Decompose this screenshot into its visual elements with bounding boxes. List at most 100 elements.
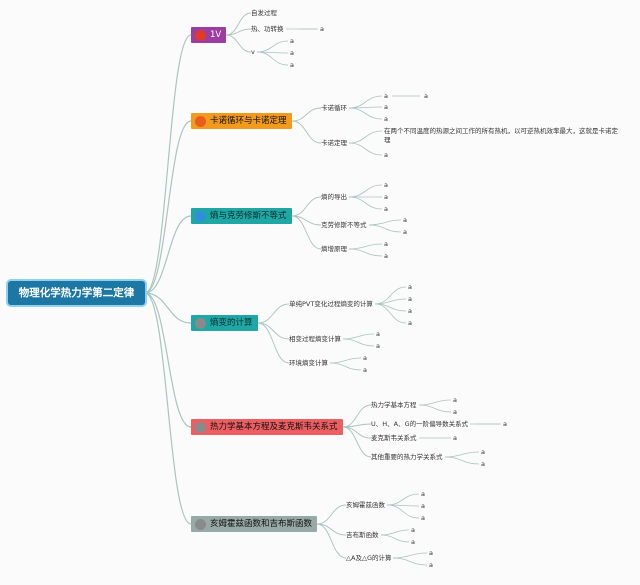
subtopic-partial-derivatives[interactable]: U、H、A、G的一阶偏导数关系式 <box>371 420 469 428</box>
leaf-node[interactable]: a <box>403 216 407 224</box>
connector-line <box>257 303 290 324</box>
connector-line <box>225 28 252 36</box>
connector-line <box>374 303 407 324</box>
leaf-node[interactable]: a <box>376 330 380 338</box>
topic-marker-icon <box>195 115 206 127</box>
connector-line <box>348 95 383 109</box>
leaf-node[interactable]: a <box>384 103 388 111</box>
leaf-node[interactable]: a <box>429 561 433 569</box>
subtopic-fundamental-equations[interactable]: 热力学基本方程 <box>371 401 417 409</box>
leaf-node[interactable]: a <box>290 61 294 69</box>
connector-line <box>348 130 383 144</box>
connector-line <box>380 529 410 536</box>
leaf-node[interactable]: a <box>411 526 415 534</box>
connector-line <box>348 248 383 257</box>
topic-label: 熵变的计算 <box>210 318 253 328</box>
topic-marker-icon <box>195 421 206 433</box>
connector-line <box>348 243 383 250</box>
connector-line <box>291 196 322 217</box>
subtopic-heat-work-conversion[interactable]: 热、功转换 <box>251 25 284 33</box>
leaf-node[interactable]: a <box>363 366 367 374</box>
connector-line <box>144 292 192 428</box>
topic-entropy-change[interactable]: 熵变的计算 <box>191 315 258 331</box>
leaf-node[interactable]: a <box>290 49 294 57</box>
subtopic-helmholtz[interactable]: 亥姆霍兹函数 <box>346 501 385 509</box>
connector-line <box>392 552 428 559</box>
connector-line <box>348 107 383 120</box>
subtopic-carnot-cycle[interactable]: 卡诺循环 <box>321 104 347 112</box>
connector-line <box>257 322 290 340</box>
leaf-node[interactable]: a <box>421 514 425 522</box>
leaf-node[interactable]: a <box>384 151 388 159</box>
connector-line <box>144 34 192 294</box>
leaf-node[interactable]: a <box>481 460 485 468</box>
leaf-node[interactable]: a <box>421 502 425 510</box>
connector-line <box>256 51 289 66</box>
connector-line <box>342 426 372 439</box>
subtopic-delta-a-g-calculation[interactable]: △A及△G的计算 <box>346 554 392 562</box>
subtopic-gibbs[interactable]: 吉布斯函数 <box>346 531 379 539</box>
connector-line <box>444 451 480 458</box>
leaf-node[interactable]: a <box>424 92 428 100</box>
leaf-node[interactable]: a <box>384 181 388 189</box>
connector-line <box>386 504 420 519</box>
leaf-node[interactable]: a <box>453 396 457 404</box>
subtopic-entropy-increase[interactable]: 熵增原理 <box>321 245 347 253</box>
leaf-node[interactable]: a <box>384 205 388 213</box>
connector-line <box>316 523 347 559</box>
leaf-node[interactable]: a <box>503 420 507 428</box>
leaf-node[interactable]: a <box>384 193 388 201</box>
connector-line <box>257 322 290 364</box>
connector-line <box>316 504 347 525</box>
subtopic-phase-change-entropy[interactable]: 相变过程熵变计算 <box>289 335 341 343</box>
leaf-note[interactable]: 在两个不同温度的热源之间工作的所有热机，以可逆热机效率最大，这就是卡诺定理 <box>384 127 618 144</box>
leaf-node[interactable]: a <box>408 307 412 315</box>
topic-1v[interactable]: 1V <box>191 27 227 43</box>
leaf-node[interactable]: a <box>421 490 425 498</box>
connector-line <box>291 120 322 144</box>
connector-line <box>386 493 420 506</box>
leaf-node[interactable]: a <box>408 283 412 291</box>
subtopic-spontaneous-process[interactable]: 自发过程 <box>251 9 277 17</box>
leaf-node[interactable]: a <box>384 92 388 100</box>
topic-helmholtz-gibbs[interactable]: 亥姆霍兹函数和吉布斯函数 <box>191 516 318 532</box>
leaf-node[interactable]: a <box>376 342 380 350</box>
topic-entropy-clausius[interactable]: 熵与克劳修斯不等式 <box>191 208 292 224</box>
topic-label: 卡诺循环与卡诺定理 <box>210 116 287 126</box>
leaf-node[interactable]: a <box>384 115 388 123</box>
connector-line <box>144 292 192 525</box>
leaf-node[interactable]: a <box>384 252 388 260</box>
topic-carnot[interactable]: 卡诺循环与卡诺定理 <box>191 113 292 129</box>
subtopic-pvt-entropy[interactable]: 单纯PVT变化过程熵变的计算 <box>289 300 373 308</box>
root-topic[interactable]: 物理化学热力学第二定律 <box>8 281 145 305</box>
leaf-node[interactable]: a <box>408 319 412 327</box>
subtopic-other-relations[interactable]: 其他重要的热力学关系式 <box>371 453 443 461</box>
leaf-node[interactable]: a <box>363 354 367 362</box>
topic-marker-icon <box>195 317 206 329</box>
leaf-node[interactable]: a <box>481 448 485 456</box>
connector-line <box>348 142 383 156</box>
connector-line <box>392 557 428 566</box>
subtopic-maxwell-relations[interactable]: 麦克斯韦关系式 <box>371 434 417 442</box>
connector-line <box>225 34 252 53</box>
leaf-node[interactable]: a <box>384 240 388 248</box>
leaf-node[interactable]: a <box>453 434 457 442</box>
leaf-node[interactable]: a <box>320 25 324 33</box>
leaf-node[interactable]: a <box>403 228 407 236</box>
subtopic-entropy-derivation[interactable]: 熵的导出 <box>321 193 347 201</box>
leaf-node[interactable]: a <box>290 37 294 45</box>
connector-line <box>225 12 252 36</box>
leaf-node[interactable]: a <box>429 549 433 557</box>
leaf-node[interactable]: a <box>408 295 412 303</box>
subtopic-environment-entropy[interactable]: 环境熵变计算 <box>289 359 328 367</box>
subtopic-v[interactable]: v <box>251 48 255 56</box>
connector-line <box>144 292 192 324</box>
leaf-node[interactable]: a <box>411 538 415 546</box>
connector-line <box>144 120 192 294</box>
leaf-node[interactable]: a <box>453 408 457 416</box>
topic-label: 熵与克劳修斯不等式 <box>210 211 287 221</box>
subtopic-clausius-inequality[interactable]: 克劳修斯不等式 <box>321 221 367 229</box>
subtopic-carnot-theorem[interactable]: 卡诺定理 <box>321 139 347 147</box>
topic-fundamental-equations-maxwell[interactable]: 热力学基本方程及麦克斯韦关系式 <box>191 419 343 435</box>
